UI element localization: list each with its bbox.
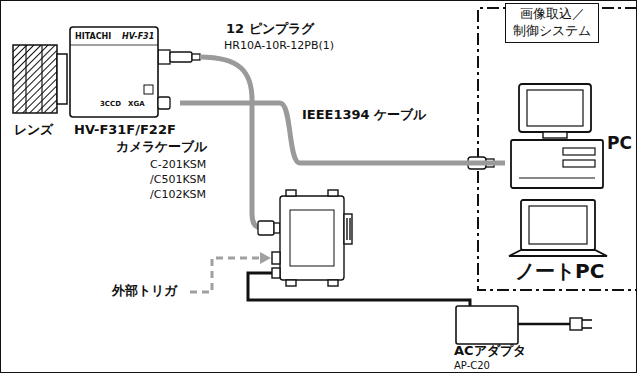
power-cable — [248, 273, 470, 316]
lens: レンズ — [10, 40, 70, 140]
camera: HITACHI HV-F31 3CCD XGA HV-F31F/F22F — [70, 25, 180, 143]
system-region — [478, 8, 637, 290]
camera-text: XGA — [128, 100, 145, 108]
part-label: /C102KSM — [150, 189, 206, 202]
camera-text: HV-F31F/F22F — [74, 123, 176, 138]
camera-text: HV-F31 — [122, 32, 154, 41]
trigger-arrowhead — [260, 252, 271, 264]
part-label: HR10A-10R-12PB(1) — [224, 40, 334, 53]
part-label: C-201KSM — [150, 159, 206, 172]
ieee1394-cable — [180, 103, 505, 163]
pc-text: PC — [607, 134, 632, 154]
system-box-text: 画像取込／ 制御システム — [512, 6, 592, 40]
part-label: 外部トリガ — [112, 284, 177, 299]
part-label: カメラケーブル — [116, 140, 207, 155]
trigger-line — [190, 258, 262, 292]
camera-text: 3CCD — [100, 100, 121, 108]
cable-label: IEEE1394 ケーブル — [300, 108, 428, 123]
notebook-pc: ノートPC — [505, 198, 633, 286]
ac-adapter: ACアダプタAP-C20 — [440, 300, 610, 372]
camera-text: HITACHI — [75, 32, 111, 41]
twelve-pin-plug — [158, 50, 200, 64]
notebook-pc-text: ノートPC — [515, 260, 604, 283]
lens-text: レンズ — [14, 123, 53, 138]
system-box: 画像取込／ 制御システム — [505, 3, 599, 43]
camera-cable — [200, 57, 262, 228]
ac-adapter-text: ACアダプタ — [454, 344, 526, 359]
ac-adapter-text: AP-C20 — [454, 360, 490, 371]
part-label: /C501KSM — [150, 174, 206, 187]
cable-connector — [258, 221, 280, 235]
pc: PC — [505, 82, 633, 194]
junction-box — [272, 190, 352, 286]
part-label: 12 ピンプラグ — [226, 22, 314, 37]
